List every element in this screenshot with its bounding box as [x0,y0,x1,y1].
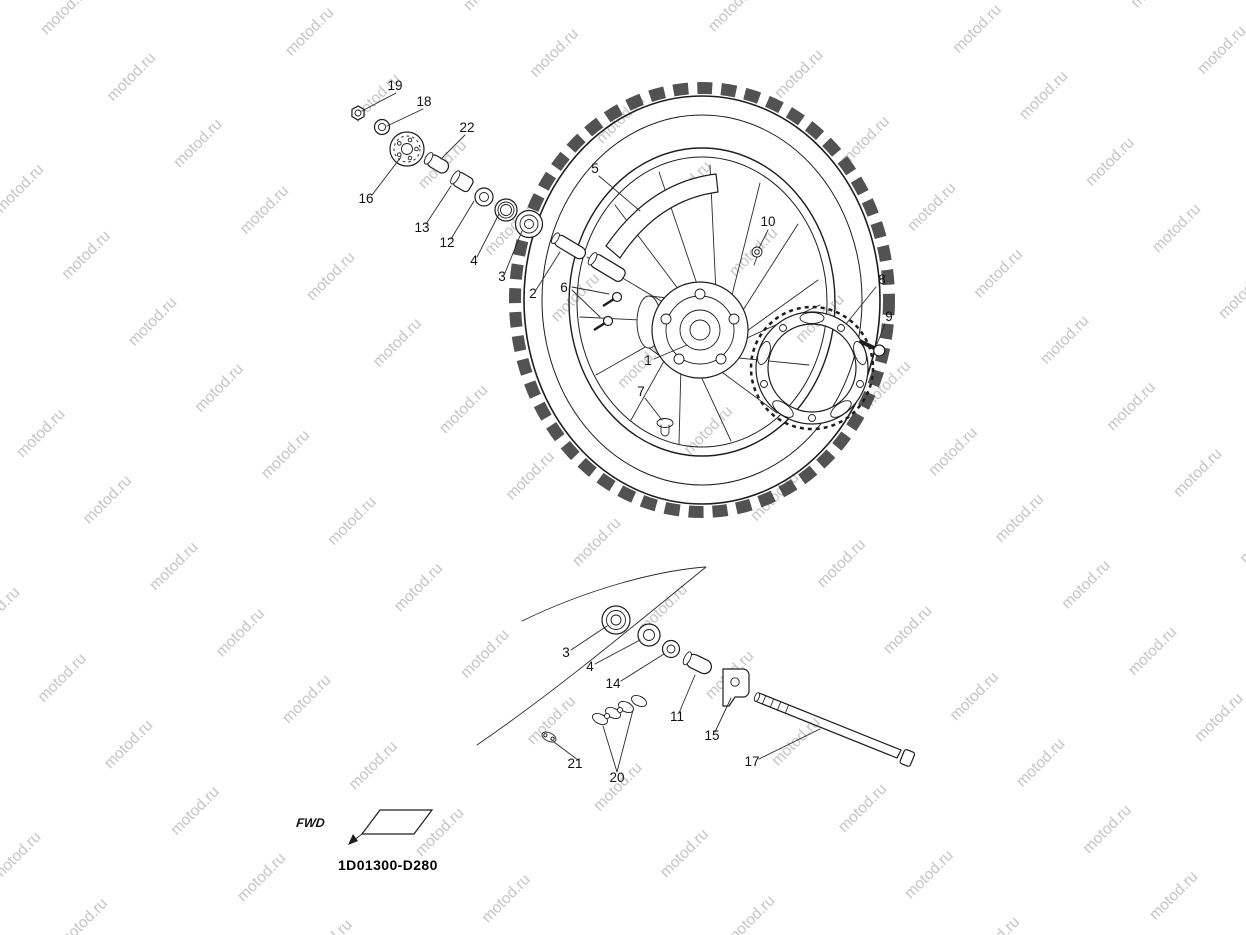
long-spacer-part [551,232,587,260]
washer-part [373,118,391,136]
sprocket-bolt-part [858,339,886,357]
leader-lines [361,92,886,773]
callout-label: 3 [562,645,570,660]
sprocket-bolt-holes [760,324,864,422]
callout-label: 1 [644,353,652,368]
callout-label: 8 [878,272,886,287]
chain-links-part [592,694,647,726]
callout-label: 20 [609,770,624,785]
master-link-part [541,731,557,743]
callout-label: 2 [529,286,537,301]
callout-label: 4 [586,659,594,674]
callouts: 19 18 22 16 13 12 4 3 2 6 5 10 8 9 1 7 3… [358,78,892,785]
oil-seal-part [494,198,518,222]
callout-label: 22 [459,120,474,135]
spacer-part [450,170,474,193]
tire-knobs [509,82,895,518]
callout-label: 4 [470,253,478,268]
fwd-marker: FWD [296,809,434,845]
tire-sidewall [541,114,863,486]
valve-stem-part [751,246,763,266]
rim-inner [576,156,828,448]
collar-part-lower [682,651,712,675]
callout-label: 19 [387,78,402,93]
diagram-code: 1D01300-D280 [338,857,438,873]
axle-sleeve-part [587,252,626,283]
chain-adjuster-cam-part [389,131,425,167]
flange-bolts-part [593,291,623,332]
upper-part-train [351,105,626,332]
callout-label: 5 [591,161,599,176]
axle-shaft-part [753,692,916,767]
bearing-part-lower [601,605,631,635]
callout-label: 15 [704,728,719,743]
callout-label: 7 [637,384,645,399]
callout-label: 21 [567,756,582,771]
damper-plug-part [656,418,674,437]
sprocket-teeth [749,305,875,431]
oil-seal-part-lower [637,623,661,647]
callout-label: 11 [670,709,684,724]
sprocket-slots [757,312,867,418]
fwd-label: FWD [296,816,326,830]
callout-label: 13 [414,220,429,235]
rear-wheel [509,82,895,518]
callout-label: 10 [760,214,775,229]
callout-label: 12 [439,235,454,250]
sprocket [749,305,875,431]
collar-ring-part [474,187,494,207]
callout-label: 6 [560,280,568,295]
hub-bolt-holes [660,288,740,365]
washer-part-lower [661,639,681,659]
callout-label: 18 [416,94,431,109]
guide-curves [476,566,707,746]
callout-label: 14 [605,676,621,691]
tire-outer [523,95,881,505]
bearing-part [514,209,544,239]
callout-label: 3 [498,269,506,284]
rim-outer [568,147,836,457]
callout-label: 16 [358,191,373,206]
lower-part-train [476,566,916,767]
chain-puller-part [722,668,750,707]
callout-label: 9 [885,309,893,324]
wheel-hub [636,281,749,379]
callout-label: 17 [744,754,759,769]
